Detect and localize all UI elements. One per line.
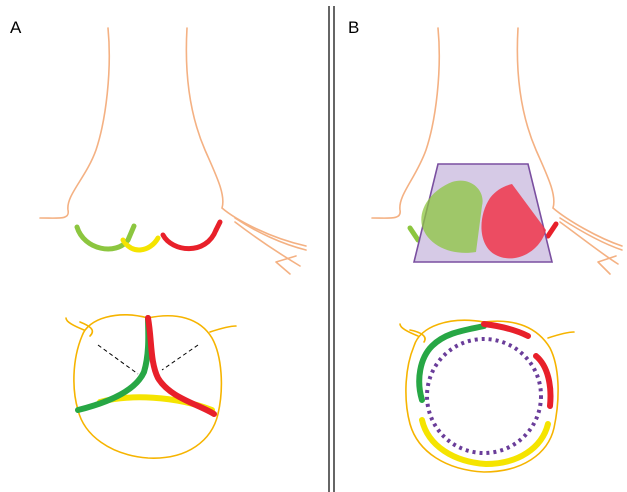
panel-b <box>372 28 622 472</box>
leaflet-green-top-b <box>419 326 484 400</box>
leaflet-red-remnant-b <box>548 224 556 236</box>
leaflet-red-top-b <box>484 324 528 336</box>
leaflet-red-lower-top-b <box>536 356 550 406</box>
valve-ring-b <box>427 339 541 453</box>
leaflets-side-view-a <box>77 222 220 250</box>
panel-divider <box>329 6 334 492</box>
panel-label-b: B <box>348 18 359 37</box>
panel-a <box>40 28 306 458</box>
leaflet-light-green-remnant-b <box>410 228 418 240</box>
panel-label-a: A <box>10 18 22 37</box>
leaflets-top-view-b <box>419 324 550 464</box>
leaflet-light-green-side-a <box>77 227 128 249</box>
leaflet-yellow-top-b <box>422 420 548 464</box>
leaflets-top-view-a <box>78 318 214 414</box>
leaflet-red-side-a <box>163 230 216 249</box>
